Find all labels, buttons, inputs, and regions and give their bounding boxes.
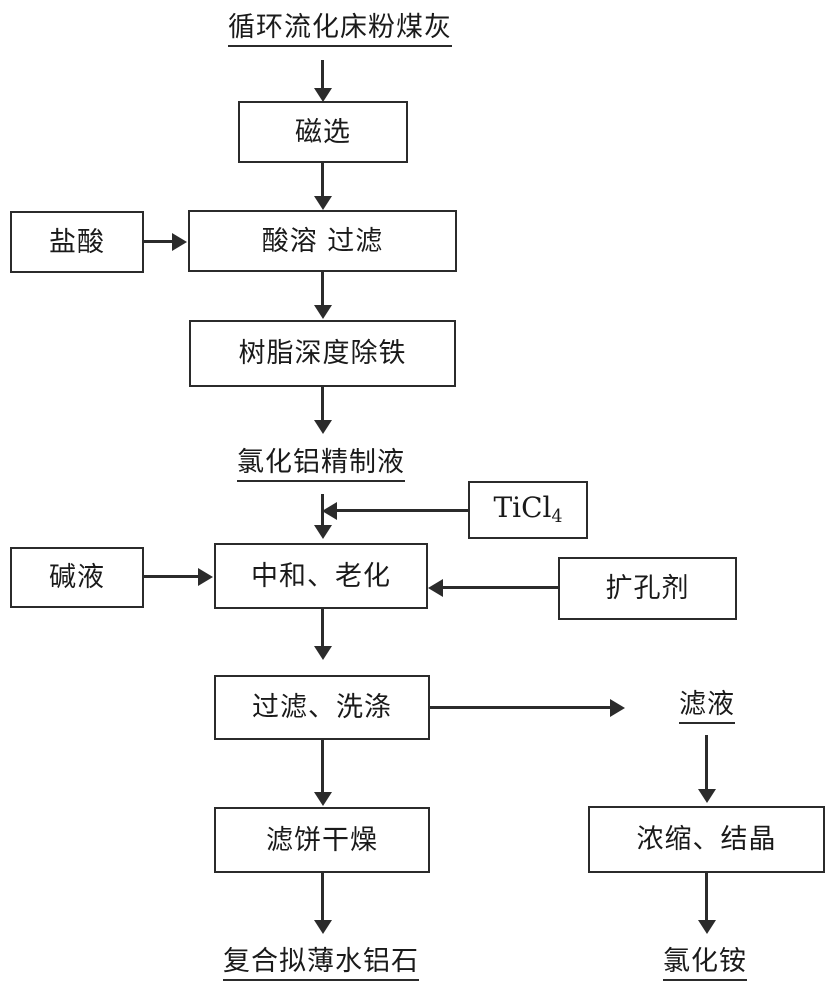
node-product-ammonium-chloride-label: 氯化铵 xyxy=(663,948,747,981)
node-neutralize-age: 中和、老化 xyxy=(214,543,428,609)
arrowhead-acid-dissolve-to-resin xyxy=(314,305,332,319)
arrowhead-filter-wash-to-cake-drying xyxy=(314,792,332,806)
node-concentrate-crystallize-label: 浓缩、结晶 xyxy=(636,824,777,855)
arrowhead-neutralize-to-filter-wash xyxy=(314,646,332,660)
arrowhead-alkali-to-neutralize xyxy=(198,568,213,586)
arrowhead-concentrate-to-product xyxy=(698,920,716,934)
node-pore-expanding-agent: 扩孔剂 xyxy=(558,557,737,620)
arrowhead-cake-drying-to-product xyxy=(314,920,332,934)
arrowhead-ticl4-to-neutralize xyxy=(322,502,337,520)
edge-hydrochloric-acid-to-acid-dissolve xyxy=(144,240,172,243)
edge-cake-drying-to-product xyxy=(321,873,324,921)
arrowhead-pore-agent-to-neutralize xyxy=(428,579,443,597)
node-hydrochloric-acid: 盐酸 xyxy=(10,211,144,273)
node-concentrate-crystallize: 浓缩、结晶 xyxy=(588,806,825,873)
node-feedstock: 循环流化床粉煤灰 xyxy=(160,8,520,52)
node-magnetic-separation-label: 磁选 xyxy=(295,116,351,148)
node-filtrate-label: 滤液 xyxy=(679,691,735,724)
node-filtrate: 滤液 xyxy=(632,686,782,728)
node-acid-dissolve-filter-label: 酸溶 过滤 xyxy=(261,225,384,257)
arrowhead-refined-alcl3-to-neutralize xyxy=(314,525,332,539)
arrowhead-hydrochloric-acid-to-acid-dissolve xyxy=(172,233,187,251)
edge-pore-agent-to-neutralize xyxy=(443,586,558,589)
edge-filter-wash-to-cake-drying xyxy=(321,740,324,793)
node-acid-dissolve-filter: 酸溶 过滤 xyxy=(188,210,457,272)
node-filter-cake-drying-label: 滤饼干燥 xyxy=(266,824,378,856)
edge-filter-wash-to-filtrate xyxy=(430,706,610,709)
node-ticl4: TiCl4 xyxy=(468,481,588,539)
arrowhead-filter-wash-to-filtrate xyxy=(610,699,625,717)
node-ticl4-label: TiCl4 xyxy=(493,490,563,527)
node-resin-deep-iron-removal: 树脂深度除铁 xyxy=(189,320,456,387)
edge-alkali-to-neutralize xyxy=(144,575,198,578)
edge-filtrate-to-concentrate xyxy=(705,735,708,790)
node-alkali-solution: 碱液 xyxy=(10,547,144,608)
node-hydrochloric-acid-label: 盐酸 xyxy=(49,226,105,258)
node-product-ammonium-chloride: 氯化铵 xyxy=(630,942,780,986)
arrowhead-magnetic-separation-to-acid-dissolve xyxy=(314,196,332,210)
edge-neutralize-to-filter-wash xyxy=(321,609,324,647)
node-filter-wash-label: 过滤、洗涤 xyxy=(252,692,392,723)
edge-magnetic-separation-to-acid-dissolve xyxy=(321,163,324,197)
node-refined-alcl3: 氯化铝精制液 xyxy=(171,443,471,487)
edge-feedstock-to-magnetic-separation xyxy=(321,60,324,90)
node-magnetic-separation: 磁选 xyxy=(238,101,408,163)
arrowhead-feedstock-to-magnetic-separation xyxy=(314,88,332,102)
edge-resin-to-refined-alcl3 xyxy=(321,387,324,421)
node-filter-wash: 过滤、洗涤 xyxy=(214,675,430,740)
node-product-pseudoboehmite-label: 复合拟薄水铝石 xyxy=(223,948,419,981)
node-neutralize-age-label: 中和、老化 xyxy=(251,560,391,592)
node-pore-expanding-agent-label: 扩孔剂 xyxy=(605,573,690,604)
node-refined-alcl3-label: 氯化铝精制液 xyxy=(237,449,405,482)
arrowhead-filtrate-to-concentrate xyxy=(698,789,716,803)
arrowhead-resin-to-refined-alcl3 xyxy=(314,420,332,434)
node-filter-cake-drying: 滤饼干燥 xyxy=(214,807,430,873)
node-product-pseudoboehmite: 复合拟薄水铝石 xyxy=(171,942,471,986)
edge-acid-dissolve-to-resin xyxy=(321,272,324,306)
edge-ticl4-to-neutralize xyxy=(337,509,468,512)
node-alkali-solution-label: 碱液 xyxy=(49,562,105,593)
node-resin-deep-iron-removal-label: 树脂深度除铁 xyxy=(238,338,407,369)
node-feedstock-label: 循环流化床粉煤灰 xyxy=(228,14,452,47)
edge-concentrate-to-product xyxy=(705,873,708,921)
